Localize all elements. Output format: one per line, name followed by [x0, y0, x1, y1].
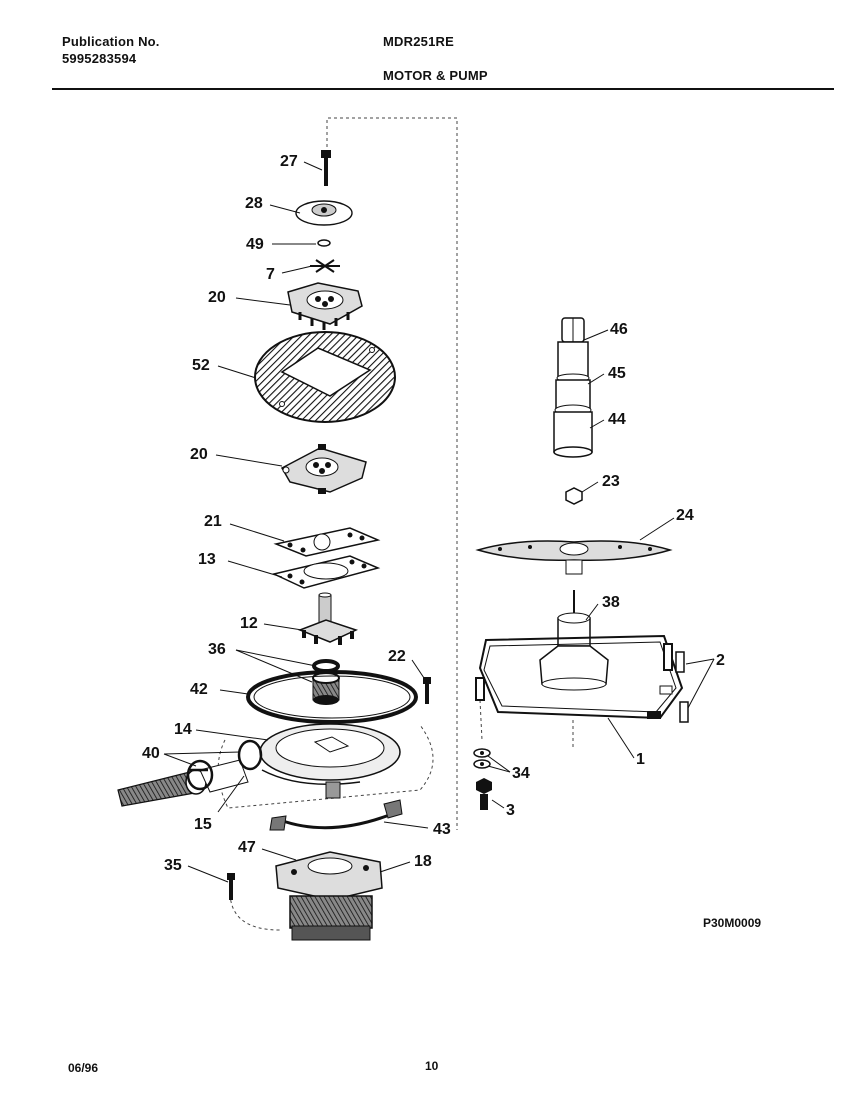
callout-20-upper: 20	[208, 289, 226, 306]
part-18-motor	[275, 851, 383, 941]
part-49-o-ring	[317, 239, 331, 247]
callout-34: 34	[512, 765, 530, 782]
part-12-impeller	[297, 592, 359, 645]
callout-42: 42	[190, 681, 208, 698]
section-title: MOTOR & PUMP	[383, 68, 488, 83]
diagram-code: P30M0009	[703, 916, 762, 930]
part-34-washers	[473, 748, 491, 769]
callout-1: 1	[636, 751, 645, 768]
callout-49: 49	[246, 236, 264, 253]
page-number: 10	[425, 1059, 439, 1073]
callout-47: 47	[238, 839, 256, 856]
part-46-45-44-spray-tube	[553, 317, 593, 458]
part-38-tower	[539, 590, 609, 691]
part-15-drain-hose	[117, 759, 249, 807]
footer-date: 06/96	[68, 1061, 99, 1075]
callout-12: 12	[240, 615, 258, 632]
callout-21: 21	[204, 513, 222, 530]
callout-38: 38	[602, 594, 620, 611]
part-7-retainer	[310, 259, 340, 273]
part-28-cap	[295, 200, 353, 226]
callout-27: 27	[280, 153, 298, 170]
callout-36: 36	[208, 641, 226, 658]
part-27-bolt	[321, 150, 331, 186]
callout-3: 3	[506, 802, 515, 819]
part-35-screw	[227, 873, 235, 900]
callout-7: 7	[266, 266, 275, 283]
callout-22: 22	[388, 648, 406, 665]
part-2-clips	[659, 651, 689, 723]
callout-labels: 27 28 49 7 20 52 20 21 13 12 36 42 22 14…	[142, 153, 725, 874]
part-36-seal	[312, 659, 340, 705]
callout-46: 46	[610, 321, 628, 338]
header-rule	[52, 88, 834, 90]
callout-15: 15	[194, 816, 212, 833]
part-3-screws	[476, 778, 492, 810]
callout-13: 13	[198, 551, 216, 568]
callout-43: 43	[433, 821, 451, 838]
callout-24: 24	[676, 507, 694, 524]
part-20-upper-housing	[287, 282, 363, 330]
part-52-filter-screen	[254, 331, 396, 423]
part-1-support-frame	[475, 634, 684, 720]
callout-14: 14	[174, 721, 192, 738]
callout-23: 23	[602, 473, 620, 490]
callout-leader-lines	[163, 161, 715, 883]
callout-45: 45	[608, 365, 626, 382]
part-21-gasket	[273, 527, 381, 557]
part-42-gasket-ring	[246, 670, 418, 724]
publication-number: 5995283594	[62, 51, 137, 66]
callout-18: 18	[414, 853, 432, 870]
callout-28: 28	[245, 195, 263, 212]
callout-40: 40	[142, 745, 160, 762]
part-13-plate	[271, 555, 381, 589]
part-24-spray-arm	[475, 540, 673, 575]
callout-35: 35	[164, 857, 182, 874]
callout-44: 44	[608, 411, 626, 428]
publication-label: Publication No.	[62, 34, 160, 49]
callout-20-lower: 20	[190, 446, 208, 463]
part-22-screw	[423, 677, 431, 704]
part-43-bracket	[269, 799, 403, 831]
part-23-nut	[565, 487, 583, 505]
model-number: MDR251RE	[383, 34, 454, 49]
callout-52: 52	[192, 357, 210, 374]
part-14-pump-base	[259, 723, 401, 799]
part-20-lower-housing	[280, 444, 367, 494]
callout-2: 2	[716, 652, 725, 669]
part-40-clamps	[186, 739, 263, 791]
